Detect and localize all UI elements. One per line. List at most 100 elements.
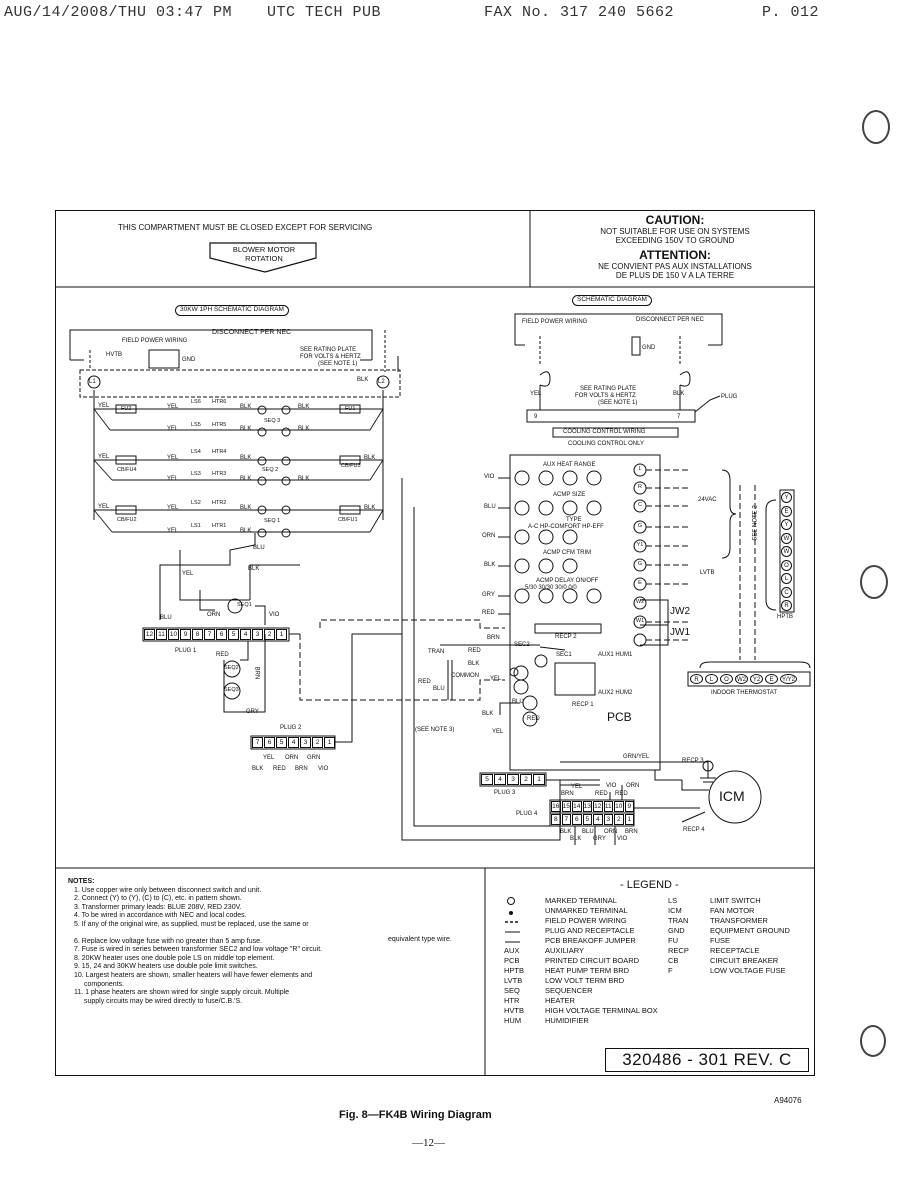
brn-label: BRN [487, 635, 500, 641]
pcb-terminal: C [638, 502, 642, 508]
hptb-pin: C [781, 586, 792, 598]
legend-entry: PCB [504, 956, 520, 965]
legend-entry: TRANSFORMER [710, 916, 768, 925]
cbfu2-label: CB/FU2 [117, 517, 137, 523]
thermostat-pin: E [765, 674, 778, 684]
recp3-label: RECP 3 [682, 758, 704, 764]
connector-pin: 8 [192, 629, 203, 640]
acmp-delay: ACMP DELAY ON/OFF [536, 578, 599, 584]
note-item: 5. If any of the original wire, as suppl… [74, 920, 309, 928]
connector-pin: 6 [216, 629, 227, 640]
cbfu3-label: CB/FU3 [341, 463, 361, 469]
seq2-label: SEQ 2 [262, 467, 279, 473]
warning-text: THIS COMPARTMENT MUST BE CLOSED EXCEPT F… [118, 223, 373, 232]
thermostat-pin: Y2 [750, 674, 763, 684]
page-number: —12— [412, 1137, 445, 1149]
legend-entry: HUM [504, 1016, 522, 1025]
connector-pin: 1 [624, 814, 634, 825]
legend-entry: LS [668, 896, 678, 905]
legend-entry: F [668, 966, 673, 975]
red-label: RED [468, 648, 481, 654]
diagram-frame [55, 210, 815, 1076]
legend-entry: PRINTED CIRCUIT BOARD [545, 956, 640, 965]
pcb-terminal: W1 [635, 618, 645, 624]
fax-datetime: AUG/14/2008/THU 03:47 PM [4, 4, 233, 21]
connector-pin: 1 [324, 737, 335, 748]
legend-entry: FUSE [710, 936, 731, 945]
yel-label: YEL [167, 426, 179, 432]
legend-entry: EQUIPMENT GROUND [710, 926, 790, 935]
blower-arrow-line1: BLOWER MOTOR [232, 245, 296, 254]
pcb-terminal: L [638, 466, 642, 472]
wire-blu: BLU [484, 504, 496, 510]
yel-label: YEL [98, 504, 110, 510]
plug2-wire-red: RED [273, 766, 286, 772]
hptb-pin: R [781, 600, 792, 611]
legend-entry: RECP [668, 946, 689, 955]
legend-entry: LOW VOLTAGE FUSE [710, 966, 786, 975]
hptb-label: HPTB [777, 614, 794, 620]
pcb-terminal: E [638, 580, 642, 586]
plug2-wire-grn: GRN [307, 755, 321, 761]
pin7: 7 [677, 414, 681, 420]
connector-pin: 8 [551, 814, 561, 825]
connector-pin: 2 [312, 737, 323, 748]
p4-orn-b: ORN [604, 829, 618, 835]
ls5-label: LS5 [191, 422, 201, 428]
attention-line1: NE CONVIENT PAS AUX INSTALLATIONS [598, 262, 752, 271]
see-note3: (SEE NOTE 3) [415, 727, 455, 733]
p4-vio-b: VIO [617, 836, 628, 842]
yel-label: YEL [492, 729, 504, 735]
pcb-terminal: Y1 [636, 542, 644, 548]
connector-pin: 16 [551, 801, 561, 812]
legend-entry: LVTB [504, 976, 523, 985]
thermostat-pin: W2 [735, 674, 748, 684]
plug2-wire-vio: VIO [318, 766, 329, 772]
note-item: 7. Fuse is wired in series between trans… [74, 946, 323, 954]
legend-entry: HUMIDIFIER [545, 1016, 589, 1025]
htr4-label: HTR4 [212, 449, 227, 455]
connector-pin: 2 [520, 774, 532, 785]
hptb-pin: O [781, 559, 792, 571]
red-label: RED [216, 652, 229, 658]
left-hvtb: HVTB [106, 352, 123, 358]
connector-pin: 13 [582, 801, 592, 812]
connector-pin: 4 [288, 737, 299, 748]
note-item: 9. 15, 24 and 30KW heaters use double po… [74, 963, 258, 971]
see-note2: SEE NOTE 2 [752, 505, 759, 541]
htr2-label: HTR2 [212, 500, 227, 506]
legend-entry: HVTB [504, 1006, 525, 1015]
note-item: components. [84, 980, 125, 988]
blk-label: BLK [240, 455, 252, 461]
yel-label: YEL [490, 676, 502, 682]
legend-entry: HTR [504, 996, 520, 1005]
attention-line2: DE PLUS DE 150 V A LA TERRE [615, 271, 735, 280]
connector-pin: 3 [300, 737, 311, 748]
gry-label: GRY [246, 709, 259, 715]
legend-entry: CB [668, 956, 679, 965]
fu2-label: FU2 [121, 406, 132, 412]
fu1-label: FU1 [345, 406, 356, 412]
blk-label: BLK [248, 566, 260, 572]
note-item: 4. To be wired in accordance with NEC an… [74, 912, 247, 920]
connector-pin: 2 [264, 629, 275, 640]
connector-pin: 14 [572, 801, 582, 812]
connector-pin: 9 [180, 629, 191, 640]
htr1-label: HTR1 [212, 523, 227, 529]
sec1-label: SEC1 [556, 652, 572, 658]
blu-label: BLU [512, 699, 524, 705]
left-rating-2: FOR VOLTS & HERTZ [300, 354, 361, 360]
orn-label: ORN [207, 612, 221, 618]
note-item: 1. Use copper wire only between disconne… [74, 886, 262, 894]
seq2-box-label: SEQ2 [224, 665, 239, 671]
legend-entry: LIMIT SWITCH [710, 896, 761, 905]
left-rating-3: (SEE NOTE 1) [318, 361, 358, 367]
notes-list: 1. Use copper wire only between disconne… [68, 887, 488, 1007]
yel-label: YEL [182, 571, 194, 577]
hptb-pin: L [781, 573, 792, 584]
hptb-pin: E [781, 505, 792, 517]
fax-number: FAX No. 317 240 5662 [484, 4, 675, 21]
